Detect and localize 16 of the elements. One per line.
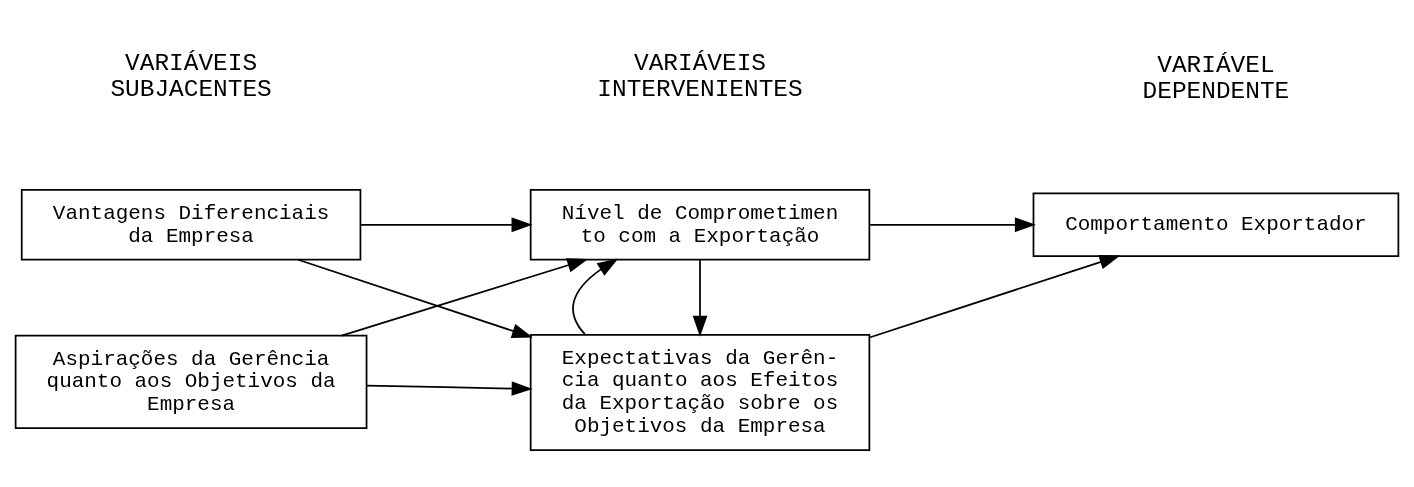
arrow	[692, 258, 708, 337]
label: VARIÁVEIS SUBJACENTES	[110, 49, 272, 103]
arrow	[340, 257, 589, 336]
arrow	[572, 257, 619, 335]
node-box: Aspirações da Gerência quanto aos Objetivos da Empresa	[14, 334, 368, 429]
arrow	[365, 380, 533, 396]
label: VARIÁVEIS INTERVENIENTES	[597, 49, 803, 103]
arrow	[868, 254, 1121, 338]
arrow	[868, 216, 1036, 232]
node-box: Expectativas da Gerên- cia quanto aos Efeitos da Exportação sobre os Objetivos da Empresa	[529, 333, 871, 451]
arrow	[360, 216, 533, 232]
node-box: Comportamento Exportador	[1032, 192, 1400, 257]
arrow	[297, 258, 533, 338]
node-box: Vantagens Diferenciais da Empresa	[20, 188, 362, 261]
label: VARIÁVEL DEPENDENTE	[1142, 51, 1290, 105]
node-box: Nível de Comprometimen to com a Exportação	[529, 188, 871, 261]
